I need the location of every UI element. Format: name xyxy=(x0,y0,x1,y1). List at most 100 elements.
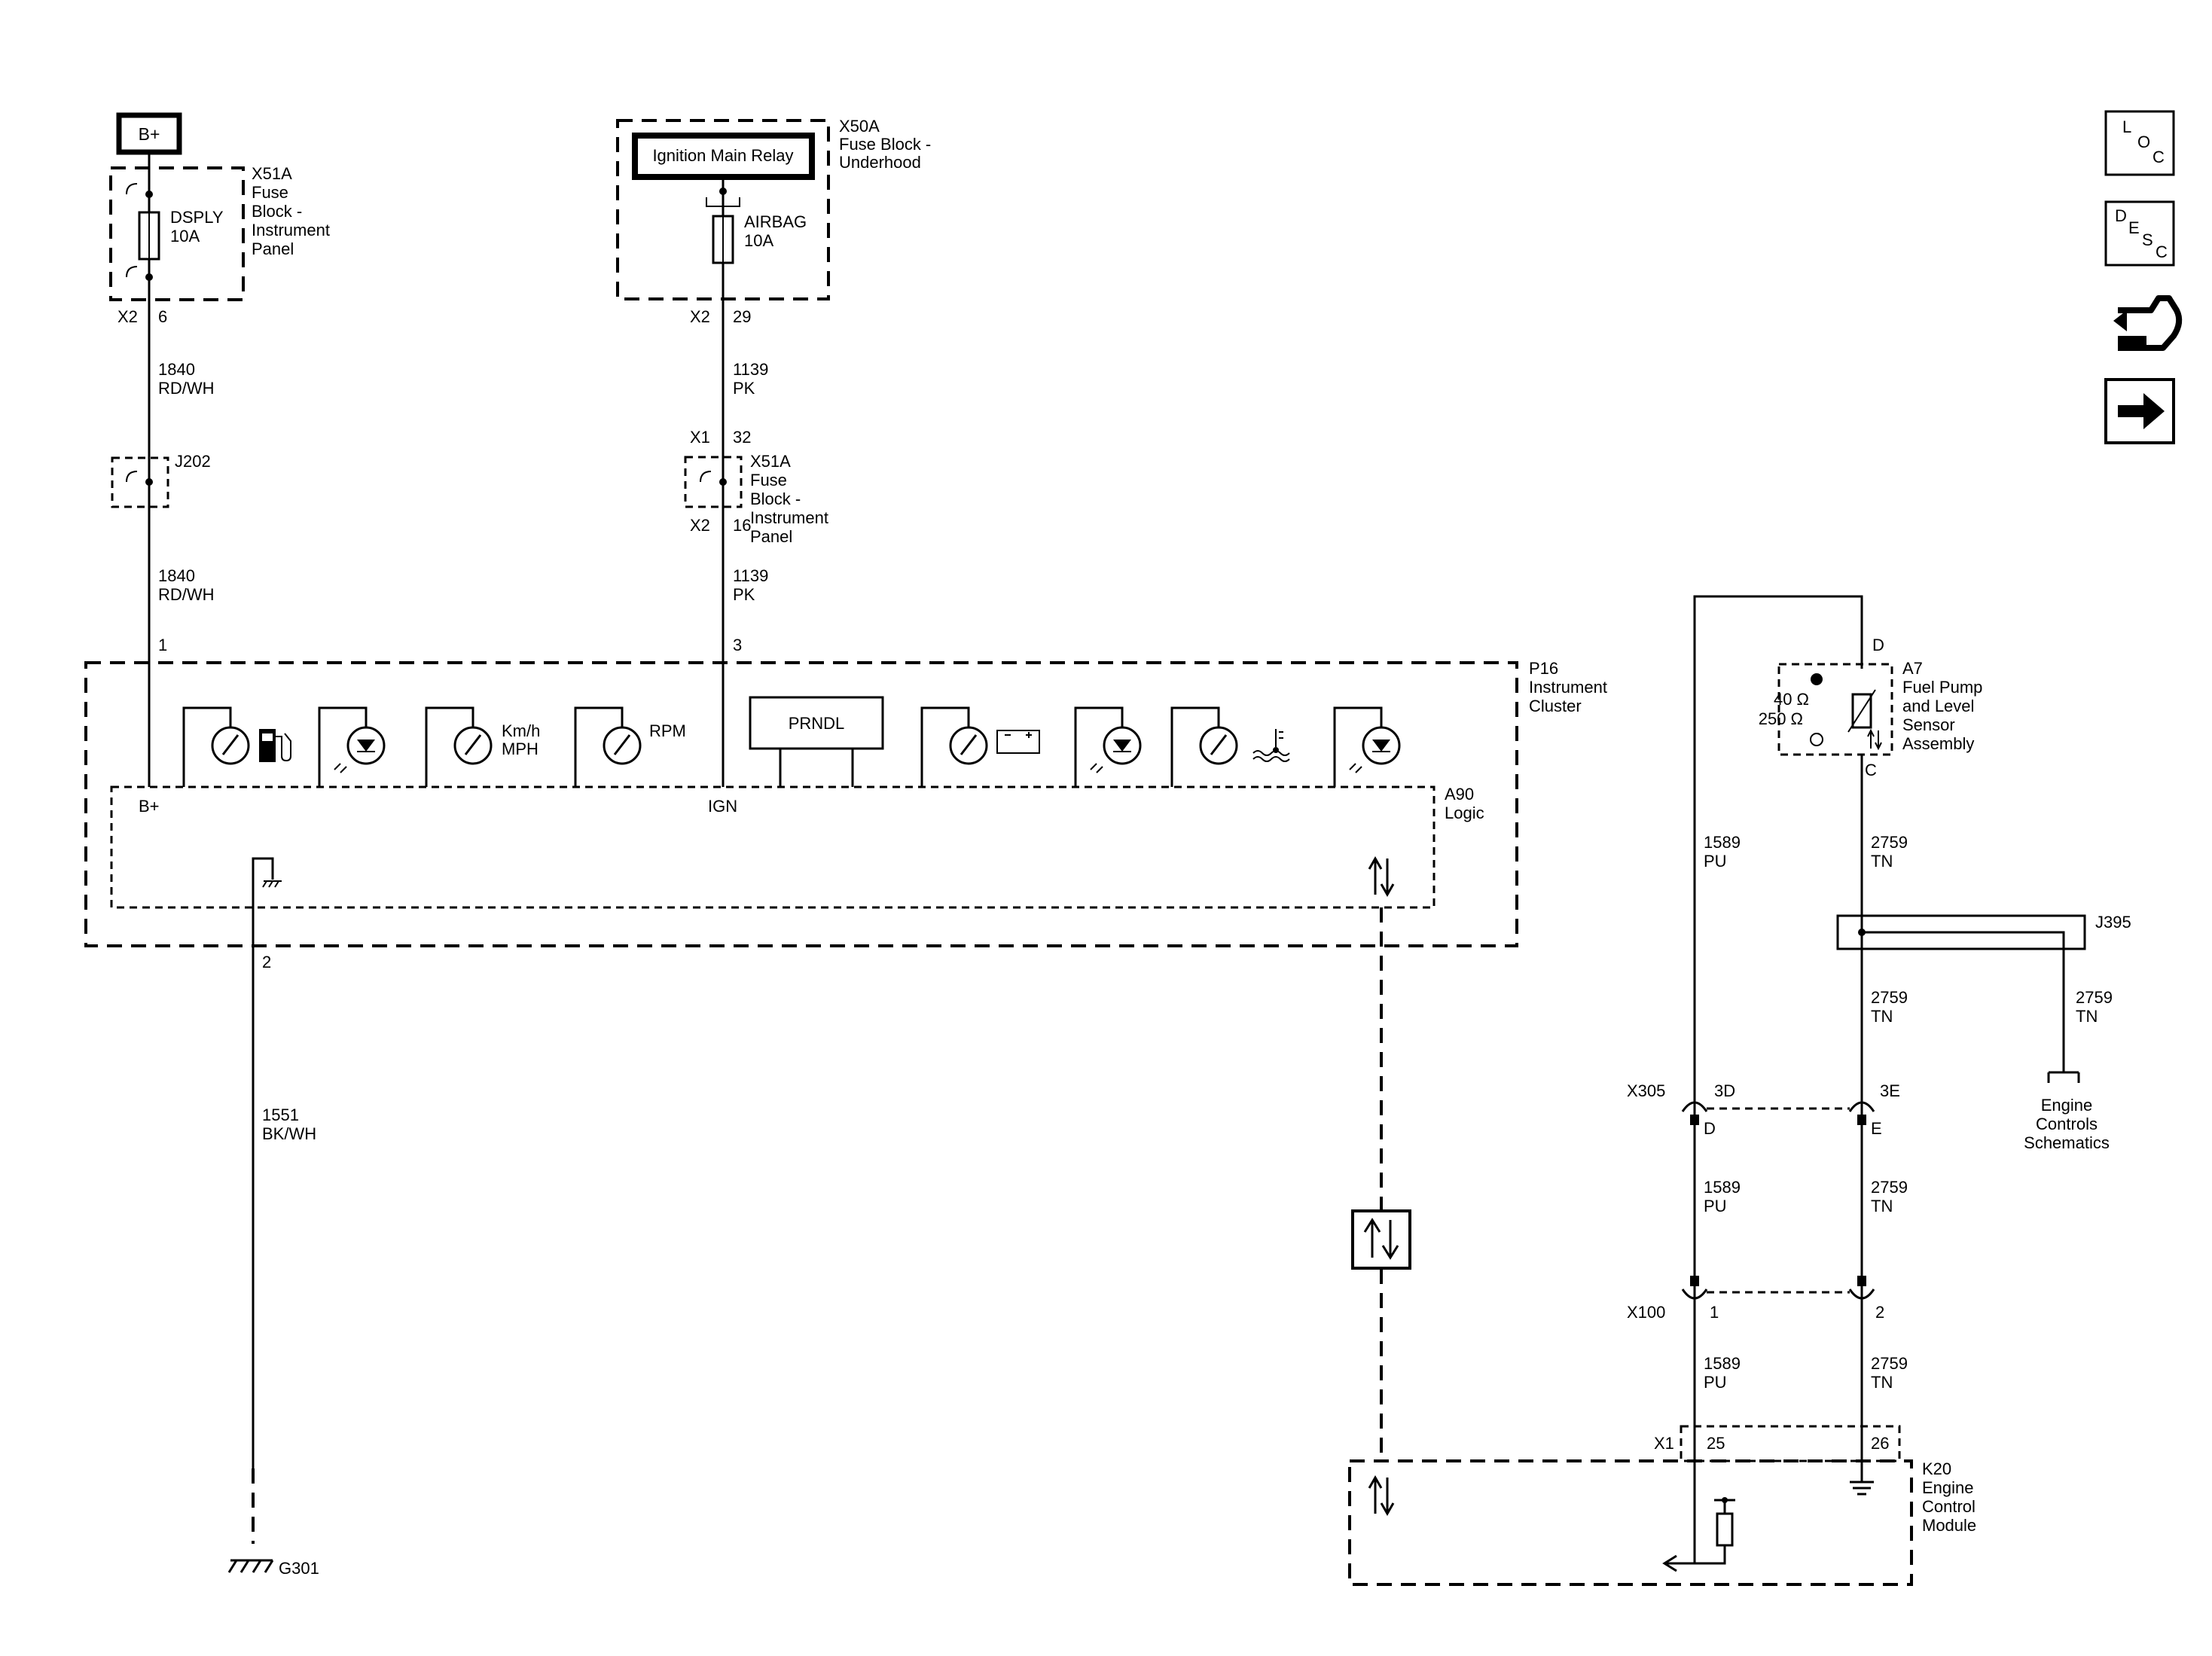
wire-color: TN xyxy=(1871,1197,1893,1215)
fuel-gauge xyxy=(182,706,291,787)
logic-pin-bplus: B+ xyxy=(139,797,160,816)
fuse-dsply: DSPLY 10A xyxy=(138,208,224,261)
resistance-label: 40 Ω xyxy=(1774,690,1809,709)
ecm-label: Control xyxy=(1922,1497,1976,1516)
speedometer-gauge: Km/h MPH xyxy=(425,706,540,787)
wire-color: PU xyxy=(1704,852,1727,871)
cluster-label: Instrument xyxy=(1529,678,1607,697)
ignition-main-relay: Ignition Main Relay xyxy=(632,133,815,180)
desc-button-icon[interactable]: D E S C xyxy=(2104,200,2175,267)
wire-color: RD/WH xyxy=(158,379,215,398)
indicator-lamp-3 xyxy=(1333,706,1401,787)
logic-ground xyxy=(252,857,282,979)
desc-letter: S xyxy=(2142,230,2153,249)
wire-circuit: 1551 xyxy=(262,1106,299,1124)
pin-label: E xyxy=(1871,1119,1882,1138)
wire-color: PK xyxy=(733,379,755,398)
connector-label: X1 xyxy=(690,428,710,447)
wire-circuit: 1589 xyxy=(1704,1178,1741,1197)
wire-color: TN xyxy=(1871,852,1893,871)
wire-circuit: 1840 xyxy=(158,566,195,585)
ecm-label: Engine xyxy=(1922,1478,1974,1497)
fuse-rating: 10A xyxy=(170,227,200,246)
wire-circuit: 2759 xyxy=(1871,833,1908,852)
fuse-label: DSPLY xyxy=(170,208,224,227)
prndl-label: PRNDL xyxy=(789,714,845,733)
speed-unit-label: MPH xyxy=(502,740,539,758)
cluster-label: Cluster xyxy=(1529,697,1582,715)
pin-label: 6 xyxy=(158,307,167,326)
wire-color: PU xyxy=(1704,1197,1727,1215)
ecm-label: Module xyxy=(1922,1516,1976,1535)
fuse-block-label: X50A xyxy=(839,117,880,136)
serial-data-arrows-icon xyxy=(1368,855,1395,898)
wire-circuit: 1840 xyxy=(158,360,195,379)
resistance-label: 250 Ω xyxy=(1759,709,1803,728)
connector-wrench-icon[interactable] xyxy=(2113,295,2183,351)
wire-circuit: 1139 xyxy=(733,360,768,379)
logic-label: A90 xyxy=(1445,785,1474,804)
fuse-block-x50a: X50A Fuse Block - Underhood xyxy=(616,117,931,300)
connector-label: X2 xyxy=(117,307,138,326)
voltmeter-gauge xyxy=(920,706,1040,787)
ground-label: G301 xyxy=(279,1559,319,1578)
wire-color: PU xyxy=(1704,1373,1727,1392)
instrument-cluster-p16: P16 Instrument Cluster xyxy=(84,659,1607,947)
pin-label: 1 xyxy=(1710,1303,1719,1322)
connector-label: X1 xyxy=(1654,1434,1674,1453)
ecm-label: K20 xyxy=(1922,1459,1951,1478)
fuel-sensor-a7: 40 Ω 250 Ω A7 Fuel Pump and Level Sensor… xyxy=(1759,659,1982,756)
pin-label: 3E xyxy=(1880,1081,1900,1100)
rpm-label: RPM xyxy=(649,721,686,740)
wire-circuit: 2759 xyxy=(2076,988,2113,1007)
pin-label: C xyxy=(1865,761,1877,779)
pin-label: 2 xyxy=(1875,1303,1884,1322)
wire-color: BK/WH xyxy=(262,1124,316,1143)
fuse-block-label: Panel xyxy=(750,527,792,546)
fuse-block-label: Fuse xyxy=(750,471,787,489)
wire-left-supply xyxy=(126,152,153,787)
wire-color: TN xyxy=(1871,1007,1893,1026)
desc-letter: D xyxy=(2115,206,2127,225)
engine-controls-ref: Engine Controls Schematics xyxy=(2024,1096,2110,1152)
fuse-block-label: Fuse Block - xyxy=(839,135,931,154)
connector-label: X2 xyxy=(690,516,710,535)
fuse-label: AIRBAG xyxy=(744,212,807,231)
connector-label: X100 xyxy=(1627,1303,1665,1322)
wire-ground-1551 xyxy=(227,979,274,1573)
desc-letter: C xyxy=(2156,242,2168,261)
next-arrow-icon[interactable] xyxy=(2104,378,2175,444)
splice-j395: J395 xyxy=(1836,913,2131,1083)
battery-supply: B+ xyxy=(116,112,182,155)
loc-button-icon[interactable]: L O C xyxy=(2104,110,2175,176)
tachometer-gauge: RPM xyxy=(574,706,686,787)
reference-label: Engine xyxy=(2041,1096,2093,1115)
wire-color: PK xyxy=(733,585,755,604)
loc-letter: C xyxy=(2153,148,2165,166)
relay-label: Ignition Main Relay xyxy=(652,146,793,165)
coolant-temp-icon xyxy=(1252,729,1290,762)
pin-label: 32 xyxy=(733,428,751,447)
fuse-block-label: Panel xyxy=(252,239,294,258)
wire-color: TN xyxy=(1871,1373,1893,1392)
wire-circuit: 1589 xyxy=(1704,1354,1741,1373)
splice-j202: J202 xyxy=(111,452,211,508)
loc-letter: L xyxy=(2122,117,2131,136)
fuse-block-label: Instrument xyxy=(750,508,828,527)
engine-control-module-k20: X1 25 26 K20 Engine Control Module xyxy=(1348,1425,1976,1586)
sensor-label: Assembly xyxy=(1902,734,1974,753)
logic-pin-ign: IGN xyxy=(708,797,737,816)
fuse-block-x51a-top: X51A Fuse Block - Instrument Panel xyxy=(109,164,330,301)
prndl-display: PRNDL xyxy=(749,696,884,787)
fuel-sensor-loop: D xyxy=(1693,595,1884,1563)
wire-color: TN xyxy=(2076,1007,2098,1026)
reference-label: Controls xyxy=(2036,1115,2098,1133)
splice-label: J395 xyxy=(2095,913,2131,932)
pin-label: 2 xyxy=(262,953,271,971)
temperature-gauge xyxy=(1170,706,1290,787)
connector-label: X2 xyxy=(690,307,710,326)
pin-label: 29 xyxy=(733,307,751,326)
indicator-lamp-1 xyxy=(318,706,386,787)
desc-letter: E xyxy=(2128,218,2140,237)
